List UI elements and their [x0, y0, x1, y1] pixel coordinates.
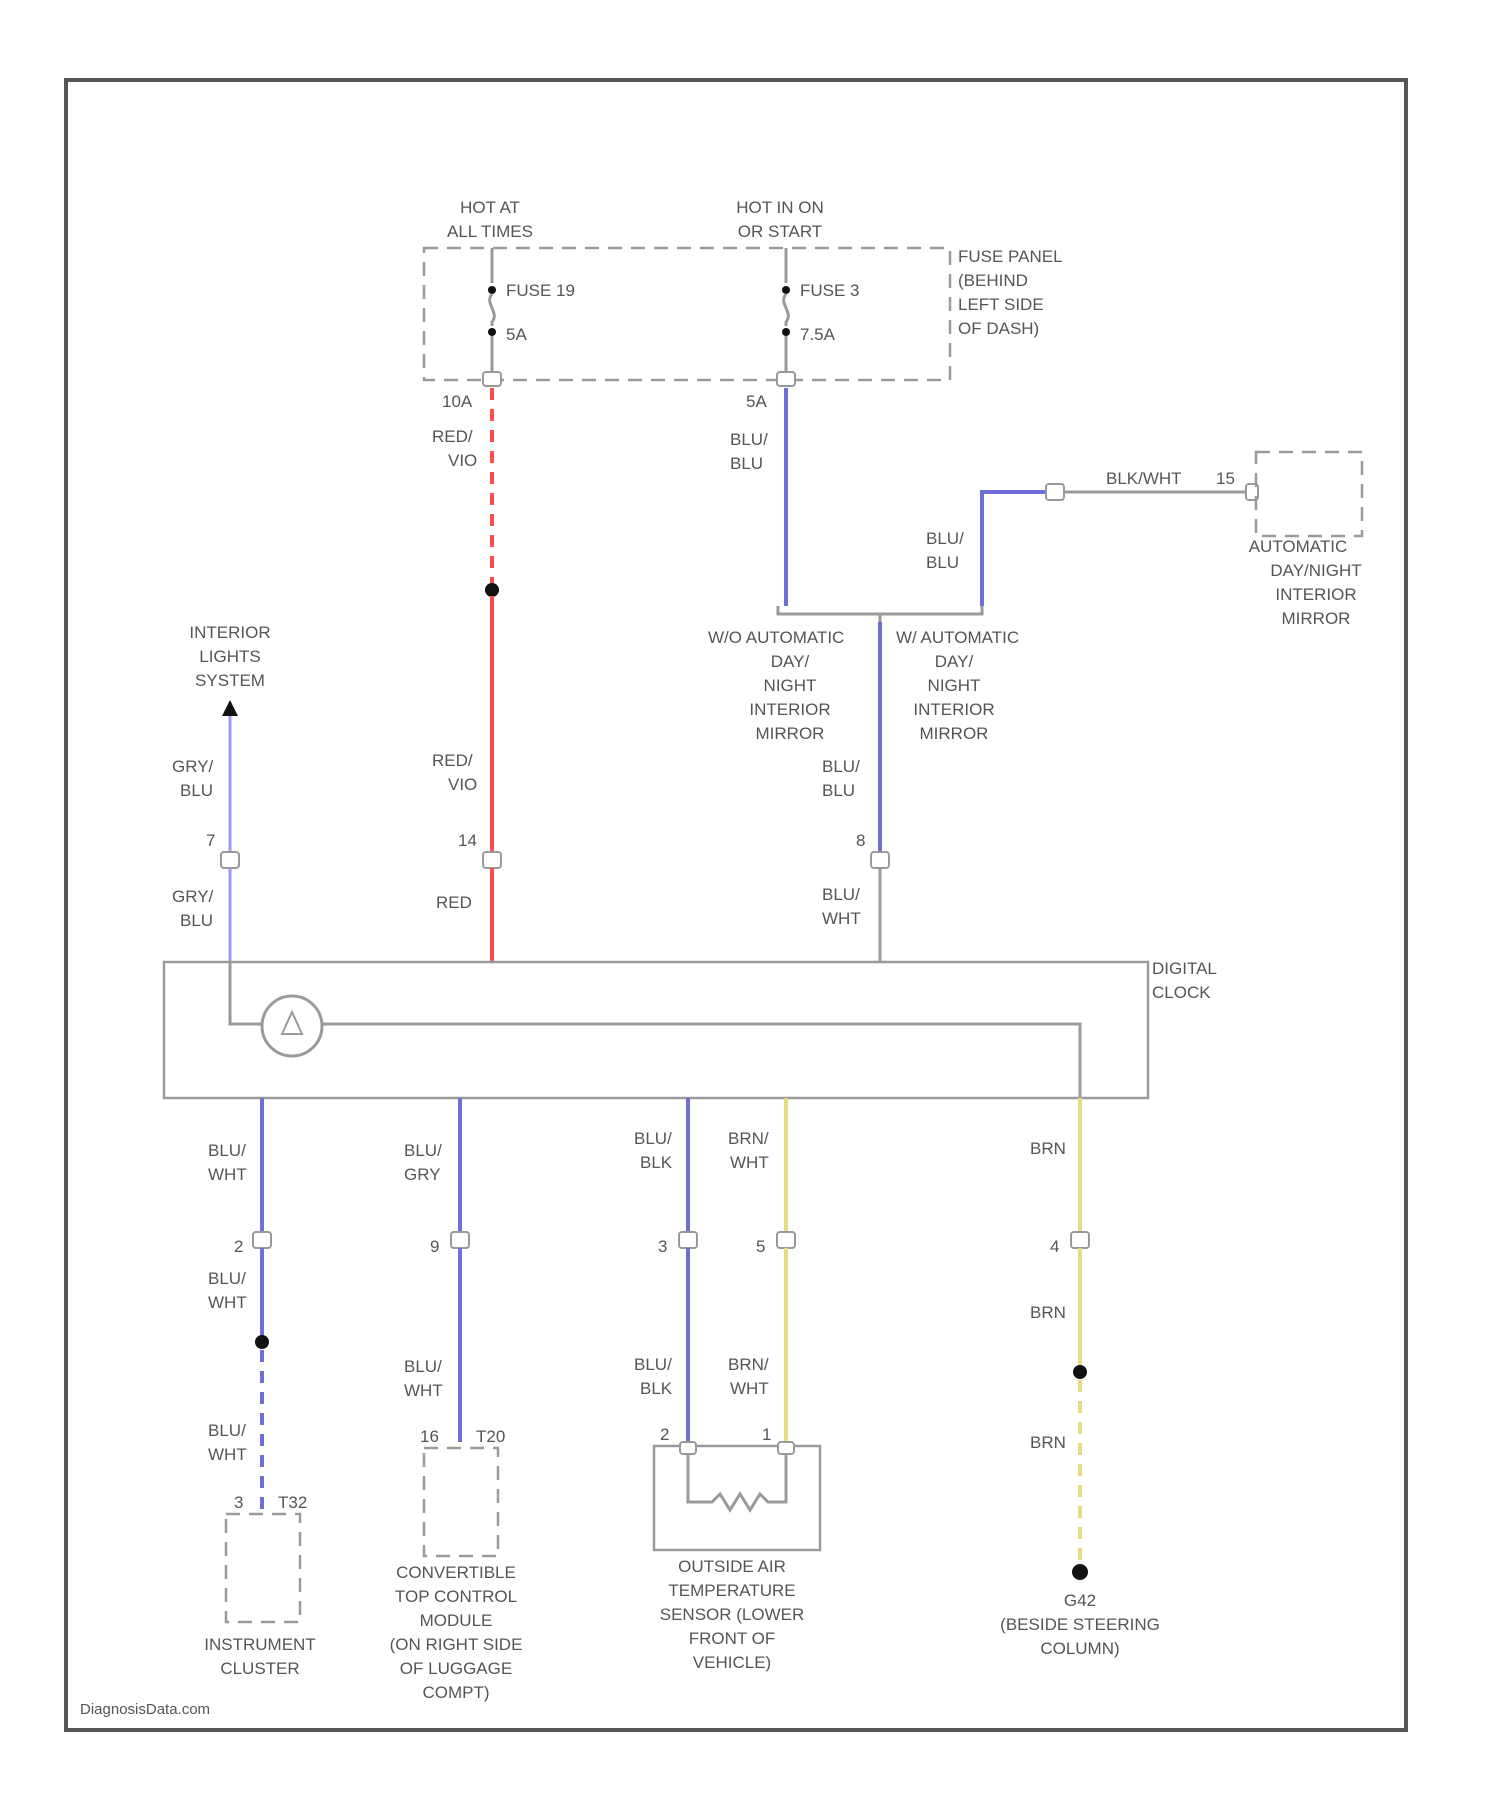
wire-red-vio-2-label: RED/VIO — [432, 751, 477, 794]
wire-blu-gry-label: BLU/GRY — [404, 1141, 442, 1184]
connector-pin4 — [1071, 1232, 1089, 1248]
pin2-sensor-label: 2 — [660, 1425, 669, 1444]
oat-sensor-pin2 — [680, 1442, 696, 1454]
wire-brn-wht-1-label: BRN/WHT — [728, 1129, 769, 1172]
wire-gry-blu-1-label: GRY/BLU — [172, 757, 214, 800]
wire-red-label: RED — [436, 893, 472, 912]
t20-label: T20 — [476, 1427, 505, 1446]
oat-sensor-thermistor-icon — [688, 1454, 786, 1510]
clock-lamp-icon — [262, 996, 322, 1056]
fuse19-label: FUSE 19 — [506, 281, 575, 300]
connector-pin3 — [679, 1232, 697, 1248]
digital-clock-box — [164, 962, 1148, 1098]
ground-point-icon — [1072, 1564, 1088, 1580]
fuse19-rating: 5A — [506, 325, 527, 344]
fuse3-element — [784, 294, 789, 326]
wire-brn-2-label: BRN — [1030, 1303, 1066, 1322]
instrument-cluster-box — [226, 1514, 300, 1622]
pin7-label: 7 — [206, 831, 215, 850]
wire-blu-wht-a2-label: BLU/WHT — [208, 1269, 247, 1312]
convertible-module-box — [424, 1448, 498, 1556]
pin1-sensor-label: 1 — [762, 1425, 771, 1444]
fuse19-bottom-dot — [488, 328, 496, 336]
pin5-label: 5 — [756, 1237, 765, 1256]
pin15-label: 15 — [1216, 469, 1235, 488]
wire-blu-blk-2-label: BLU/BLK — [634, 1355, 673, 1398]
wire-blu-wht-top-label: BLU/WHT — [822, 885, 861, 928]
connector-pin8 — [871, 852, 889, 868]
wire-blu-blu-1-label: BLU/BLU — [730, 430, 768, 473]
fuse19-top-dot — [488, 286, 496, 294]
fuse-panel-pin-right — [777, 372, 795, 386]
w-automatic-label: W/ AUTOMATIC — [896, 628, 1019, 647]
clock-internal-wire — [230, 962, 1080, 1098]
wire-brn-1-label: BRN — [1030, 1139, 1066, 1158]
fuse3-rating: 7.5A — [800, 325, 836, 344]
wire-red-vio-1-label: RED/VIO — [432, 427, 477, 470]
t32-label: T32 — [278, 1493, 307, 1512]
pin4-label: 4 — [1050, 1237, 1059, 1256]
pin-5a-label: 5A — [746, 392, 767, 411]
fuse3-top-dot — [782, 286, 790, 294]
wire-blu-blu-2-label: BLU/BLU — [926, 529, 964, 572]
clock-lamp-filament-icon — [282, 1012, 302, 1034]
watermark: DiagnosisData.com — [80, 1701, 210, 1718]
wire-brn-wht-2-label: BRN/WHT — [728, 1355, 769, 1398]
brn-splice-dot — [1073, 1365, 1087, 1379]
wire-brn-3-label: BRN — [1030, 1433, 1066, 1452]
fuse3-label: FUSE 3 — [800, 281, 860, 300]
fuse-panel-pin-left — [483, 372, 501, 386]
pin-10a-label: 10A — [442, 392, 473, 411]
wire-blk-wht-label: BLK/WHT — [1106, 469, 1182, 488]
connector-pin14 — [483, 852, 501, 868]
pin3-clock-label: 3 — [658, 1237, 667, 1256]
option-bracket — [778, 606, 982, 622]
connector-pin5 — [777, 1232, 795, 1248]
wire-blu-wht-b-label: BLU/WHT — [404, 1357, 443, 1400]
pin9-label: 9 — [430, 1237, 439, 1256]
blu-wht-splice-dot — [255, 1335, 269, 1349]
diagram-frame — [66, 80, 1406, 1730]
wo-automatic-label: W/O AUTOMATIC — [708, 628, 844, 647]
wire-blu-wht-a1-label: BLU/WHT — [208, 1141, 247, 1184]
pin14-label: 14 — [458, 831, 477, 850]
blu-blu-wire-mirror — [982, 492, 1046, 606]
fuse-panel-box — [424, 248, 950, 380]
interior-lights-arrow-icon — [222, 700, 238, 716]
wire-blu-wht-a3-label: BLU/WHT — [208, 1421, 247, 1464]
connector-pin15-left — [1046, 484, 1064, 500]
wire-blu-blk-1-label: BLU/BLK — [634, 1129, 673, 1172]
oat-sensor-pin1 — [778, 1442, 794, 1454]
connector-pin9 — [451, 1232, 469, 1248]
fuse19-element — [490, 294, 495, 326]
wire-gry-blu-2-label: GRY/BLU — [172, 887, 214, 930]
pin8-label: 8 — [856, 831, 865, 850]
connector-pin2 — [253, 1232, 271, 1248]
auto-mirror-box — [1256, 452, 1362, 536]
pin2-label: 2 — [234, 1237, 243, 1256]
pin3-label: 3 — [234, 1493, 243, 1512]
pin16-label: 16 — [420, 1427, 439, 1446]
red-vio-splice-dot — [485, 583, 499, 597]
wire-blu-blu-3-label: BLU/BLU — [822, 757, 860, 800]
fuse3-bottom-dot — [782, 328, 790, 336]
connector-pin7 — [221, 852, 239, 868]
